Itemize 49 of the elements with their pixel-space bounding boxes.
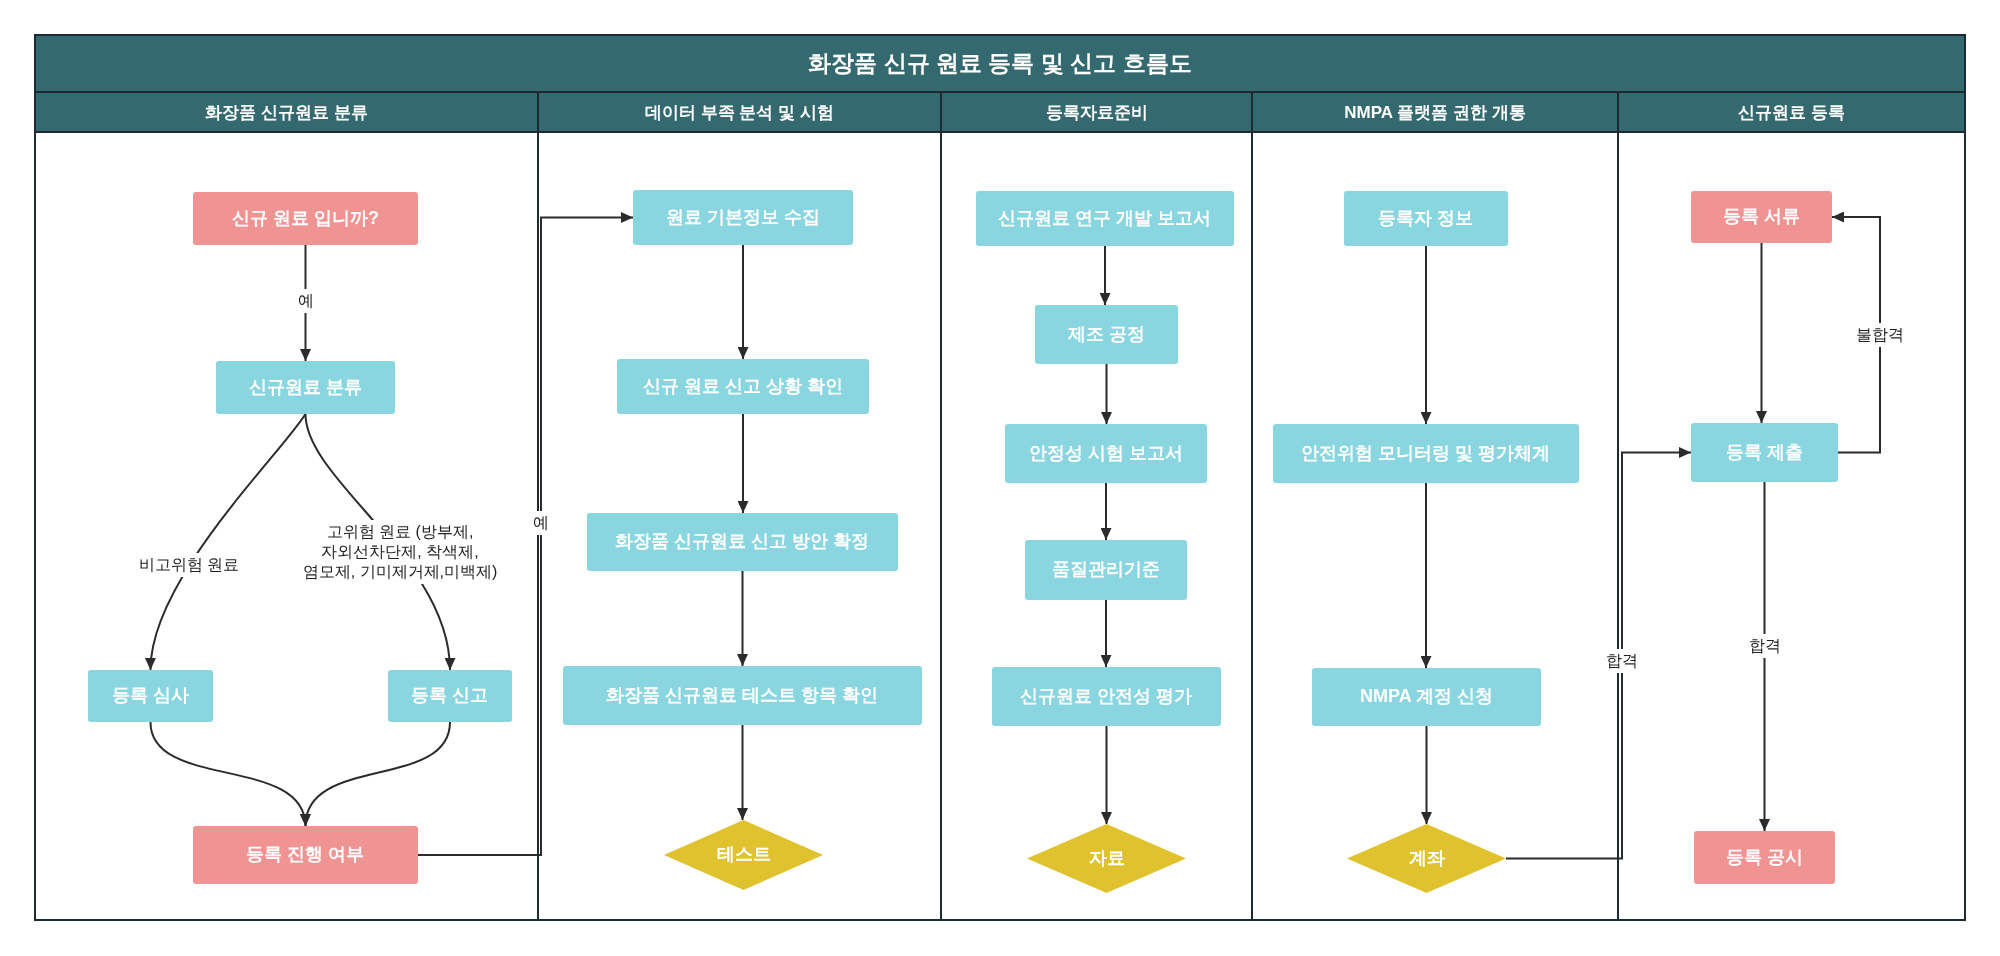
process-box: 신규 원료 신고 상황 확인 bbox=[617, 359, 869, 414]
arrow bbox=[1100, 599, 1112, 668]
decision-diamond: 테스트 bbox=[664, 820, 823, 890]
process-box: 안전위험 모니터링 및 평가체계 bbox=[1273, 424, 1579, 483]
swimlane bbox=[940, 91, 1253, 921]
decision-diamond: 자료 bbox=[1027, 824, 1186, 893]
decision-diamond: 계좌 bbox=[1347, 824, 1506, 893]
arrow bbox=[1101, 363, 1112, 425]
arrow bbox=[737, 413, 749, 514]
process-box: 신규원료 연구 개발 보고서 bbox=[976, 191, 1234, 246]
process-box: 등록 심사 bbox=[88, 670, 213, 722]
arrow bbox=[1101, 725, 1112, 825]
process-box: 신규원료 분류 bbox=[216, 361, 395, 414]
arrow bbox=[1831, 211, 1881, 454]
process-box: 화장품 신규원료 테스트 항목 확인 bbox=[563, 666, 922, 725]
process-box: 화장품 신규원료 신고 방안 확정 bbox=[587, 513, 898, 571]
arrow bbox=[417, 212, 634, 856]
arrow bbox=[1756, 242, 1767, 424]
lane-header: 데이터 부족 분석 및 시험 bbox=[539, 93, 940, 133]
terminal-box: 등록 공시 bbox=[1694, 831, 1835, 884]
arrow bbox=[737, 244, 749, 360]
process-box: 등록자 정보 bbox=[1344, 191, 1508, 246]
arrow bbox=[1505, 447, 1692, 860]
process-box: 신규원료 안전성 평가 bbox=[992, 667, 1221, 726]
process-box: 원료 기본정보 수집 bbox=[633, 190, 853, 245]
process-box: 안정성 시험 보고서 bbox=[1005, 424, 1207, 483]
lane-header: 신규원료 등록 bbox=[1619, 93, 1964, 133]
arrow bbox=[146, 413, 307, 671]
arrow bbox=[737, 724, 748, 821]
title-bar: 화장품 신규 원료 등록 및 신고 흐름도 bbox=[34, 34, 1966, 93]
terminal-box: 신규 원료 입니까? bbox=[193, 192, 418, 245]
lane-header: 화장품 신규원료 분류 bbox=[36, 93, 537, 133]
process-box: 등록 제출 bbox=[1691, 423, 1838, 482]
terminal-box: 등록 진행 여부 bbox=[193, 826, 418, 884]
arrow bbox=[1099, 245, 1111, 306]
lane-header: NMPA 플랫폼 권한 개통 bbox=[1253, 93, 1617, 133]
arrow bbox=[302, 721, 451, 827]
process-box: 제조 공정 bbox=[1035, 305, 1178, 364]
lane-header: 등록자료준비 bbox=[942, 93, 1251, 133]
process-box: 품질관리기준 bbox=[1025, 540, 1187, 600]
arrow bbox=[1100, 482, 1112, 541]
arrow bbox=[1759, 481, 1770, 832]
process-box: NMPA 계정 신청 bbox=[1312, 668, 1541, 726]
process-box: 등록 신고 bbox=[388, 670, 512, 722]
arrow bbox=[1421, 725, 1432, 825]
arrow bbox=[737, 570, 748, 667]
terminal-box: 등록 서류 bbox=[1691, 191, 1832, 243]
arrow bbox=[1420, 245, 1432, 425]
arrow bbox=[1420, 482, 1432, 669]
